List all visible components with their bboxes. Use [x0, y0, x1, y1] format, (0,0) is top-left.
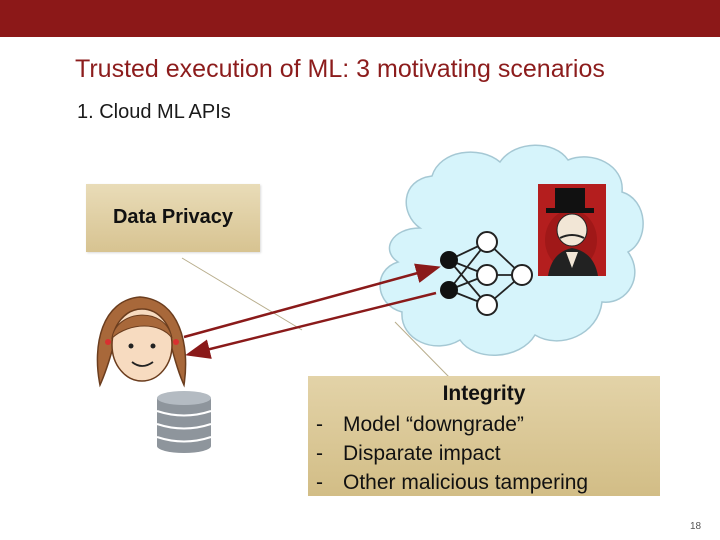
girl-avatar-icon: [96, 296, 187, 388]
page-number: 18: [690, 521, 702, 532]
slide-subtitle: 1. Cloud ML APIs: [77, 101, 231, 123]
database-icon: [156, 391, 212, 453]
villain-icon: [538, 184, 606, 276]
integrity-title: Integrity: [442, 382, 526, 405]
list-item: -Disparate impact: [316, 442, 501, 465]
data-privacy-label: Data Privacy: [112, 206, 234, 228]
integrity-list: -Model “downgrade” -Disparate impact -Ot…: [316, 410, 588, 497]
data-privacy-box: Data Privacy: [86, 184, 260, 252]
slide-title: Trusted execution of ML: 3 motivating sc…: [75, 55, 605, 83]
neural-network-icon: [440, 231, 533, 316]
response-arrow: [185, 291, 437, 359]
list-item: -Model “downgrade”: [316, 413, 524, 436]
integrity-box: Integrity -Model “downgrade” -Disparate …: [308, 376, 660, 496]
list-item: -Other malicious tampering: [316, 471, 589, 494]
privacy-callout-line: [181, 257, 303, 331]
request-arrow: [183, 263, 441, 339]
integrity-callout-line: [394, 321, 451, 379]
header-bar: [0, 0, 720, 37]
